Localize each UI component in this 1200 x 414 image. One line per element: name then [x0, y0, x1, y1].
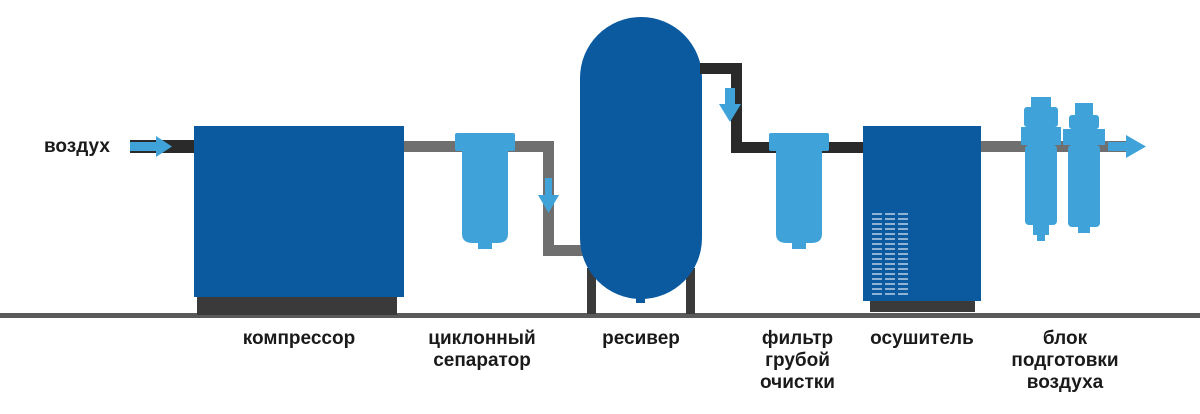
- prep-unit-label-line-2: подготовки: [1011, 350, 1119, 371]
- flow-arrow-icon: [719, 88, 741, 122]
- vent-slot: [898, 278, 908, 280]
- pipe-into-receiver: [543, 245, 583, 256]
- cyclone-label-line-1: циклонный: [428, 328, 536, 349]
- vent-slot: [885, 278, 895, 280]
- vent-slot: [872, 213, 882, 215]
- vent-slot: [885, 283, 895, 285]
- vent-slot: [872, 273, 882, 275]
- vent-slot: [872, 238, 882, 240]
- vent-slot: [872, 278, 882, 280]
- vent-slot: [872, 228, 882, 230]
- vent-slot: [898, 248, 908, 250]
- vent-slot: [885, 228, 895, 230]
- prep-unit-label: блок подготовки воздуха: [1000, 328, 1130, 394]
- vent-slot: [898, 273, 908, 275]
- dryer: [863, 126, 981, 301]
- cyclone-label: циклонный сепаратор: [402, 328, 562, 372]
- floor-line: [0, 313, 1200, 318]
- vent-slot: [872, 248, 882, 250]
- vent-slot: [898, 223, 908, 225]
- vent-slot: [885, 238, 895, 240]
- prep-unit: [1021, 97, 1105, 241]
- coarse-filter-label-line-3: очистки: [760, 372, 835, 393]
- vent-slot: [885, 263, 895, 265]
- coarse-filter-label: фильтр грубой очистки: [740, 328, 855, 394]
- vent-slot: [872, 288, 882, 290]
- vent-slot: [885, 288, 895, 290]
- compressor: [194, 126, 404, 297]
- vent-slot: [898, 268, 908, 270]
- vent-slot: [885, 253, 895, 255]
- vent-slot: [872, 268, 882, 270]
- vent-slot: [872, 218, 882, 220]
- input-label: воздух: [44, 136, 110, 157]
- vent-grille-icon: [872, 213, 908, 295]
- vent-slot: [898, 218, 908, 220]
- vent-slot: [885, 258, 895, 260]
- vent-slot: [885, 268, 895, 270]
- receiver-label: ресивер: [602, 328, 680, 349]
- pipe-receiver-top: [700, 63, 742, 74]
- vent-slot: [898, 213, 908, 215]
- vent-slot: [872, 243, 882, 245]
- filter-icon: [455, 133, 515, 249]
- vent-slot: [898, 253, 908, 255]
- compressor-base: [197, 295, 397, 315]
- flow-arrow-icon: [130, 136, 172, 157]
- vent-slot: [872, 293, 882, 295]
- vent-slot: [898, 283, 908, 285]
- compressor-label: компрессор: [242, 328, 356, 349]
- coarse-filter-label-line-1: фильтр: [761, 328, 834, 349]
- prep-unit-label-line-3: воздуха: [1026, 372, 1104, 393]
- vent-slot: [885, 243, 895, 245]
- vent-slot: [885, 293, 895, 295]
- vent-slot: [898, 258, 908, 260]
- vent-slot: [898, 233, 908, 235]
- receiver: [580, 17, 702, 299]
- vent-slot: [898, 288, 908, 290]
- prep-unit-label-line-1: блок: [1042, 328, 1088, 349]
- vent-slot: [898, 228, 908, 230]
- receiver-leg-left: [587, 268, 596, 314]
- flow-arrow-icon: [1108, 135, 1146, 158]
- vent-slot: [885, 233, 895, 235]
- coarse-filter-label-line-2: грубой: [765, 350, 830, 371]
- vent-slot: [872, 258, 882, 260]
- vent-slot: [885, 223, 895, 225]
- vent-slot: [872, 263, 882, 265]
- receiver-leg-right: [686, 268, 695, 314]
- vent-slot: [872, 253, 882, 255]
- dryer-label: осушитель: [870, 328, 974, 349]
- vent-slot: [898, 238, 908, 240]
- receiver-drain: [636, 297, 645, 303]
- flow-arrow-icon: [538, 178, 559, 213]
- vent-slot: [885, 248, 895, 250]
- vent-slot: [885, 273, 895, 275]
- cyclone-label-line-2: сепаратор: [433, 350, 531, 371]
- vent-slot: [898, 293, 908, 295]
- vent-slot: [898, 243, 908, 245]
- vent-slot: [872, 223, 882, 225]
- vent-slot: [872, 283, 882, 285]
- vent-slot: [898, 263, 908, 265]
- vent-slot: [872, 233, 882, 235]
- vent-slot: [885, 213, 895, 215]
- vent-slot: [885, 218, 895, 220]
- filter-icon: [769, 133, 829, 249]
